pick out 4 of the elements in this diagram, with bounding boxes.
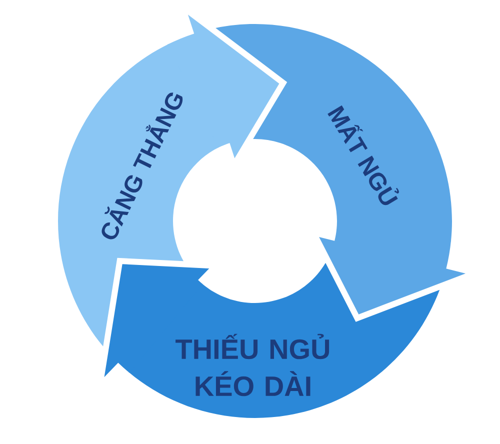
arrowhead bbox=[167, 14, 280, 158]
arc-band: THIẾU NGỦ KÉO DÀI bbox=[128, 262, 440, 418]
arrowhead bbox=[104, 264, 210, 378]
arrowhead bbox=[319, 229, 466, 314]
